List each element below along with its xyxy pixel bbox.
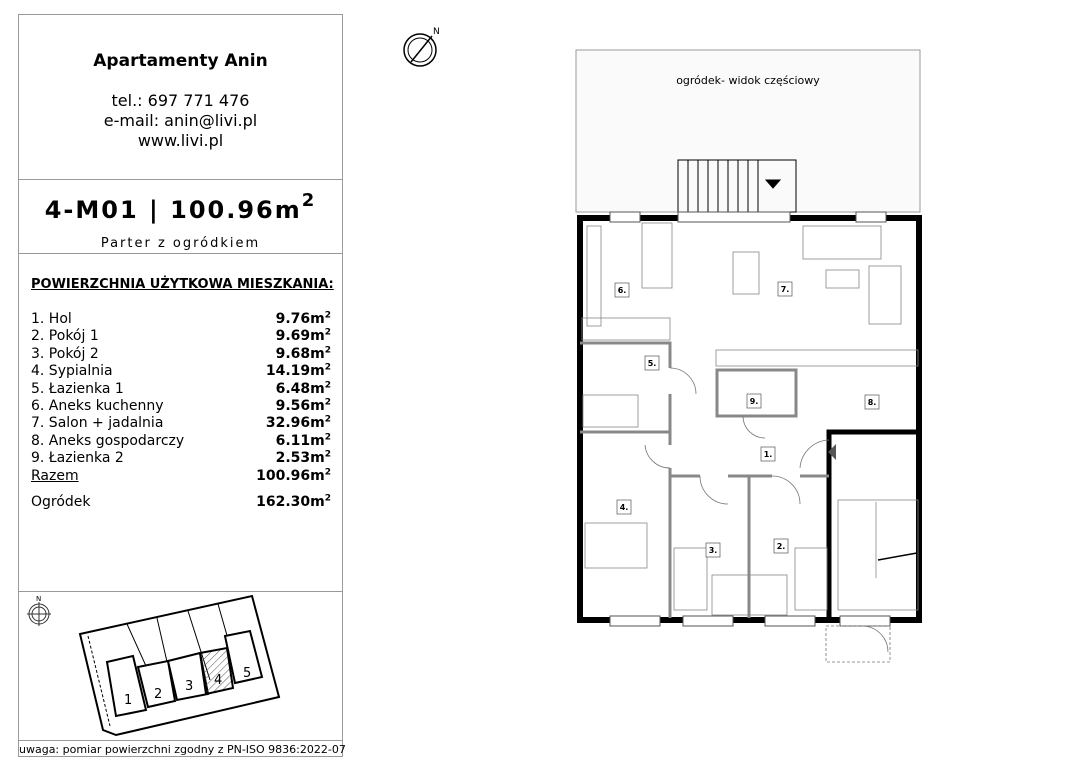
room-area-row: 2. Pokój 1 9.69m2 [31, 328, 331, 345]
room-label: Ogródek [31, 493, 91, 510]
room-area-row: 5. Łazienka 1 6.48m2 [31, 379, 331, 398]
unit-subtitle: Parter z ogródkiem [100, 236, 261, 251]
room-area: 162.30m2 [256, 493, 331, 510]
room-number-box [760, 446, 776, 462]
room-area: 9.69m2 [275, 327, 331, 345]
room-label: Razem [31, 467, 79, 484]
info-panel: Apartamenty Anin tel.: 697 771 476 e-mai… [18, 14, 346, 757]
room-number-8: 8. [868, 398, 877, 407]
room-number-box [614, 282, 630, 298]
room-area: 6.11m2 [275, 432, 331, 449]
brand-name: Apartamenty Anin [93, 51, 268, 71]
email: e-mail: anin@livi.pl [103, 111, 258, 130]
room-number-5: 5. [648, 359, 657, 368]
room-area-row: 7. Salon + jadalnia 32.96m2 [31, 415, 331, 432]
measurement-note: uwaga: pomiar powierzchni zgodny z PN-IS… [19, 743, 346, 756]
room-area: 100.96m2 [256, 466, 331, 484]
room-number-6: 6. [618, 286, 627, 295]
room-number-box [616, 499, 632, 515]
room-area-row: 3. Pokój 2 9.68m2 [31, 346, 331, 363]
room-area: 32.96m2 [265, 414, 331, 432]
area-heading: POWIERZCHNIA UŻYTKOWA MIESZKANIA: [31, 277, 334, 292]
room-area-row: 9. Łazienka 2 2.53m2 [31, 450, 331, 467]
windows [609, 211, 891, 627]
room-area: 6.48m2 [275, 379, 331, 397]
room-area: 2.53m2 [275, 449, 331, 467]
room-number-box [746, 393, 762, 409]
room-number-box [705, 542, 721, 558]
room-number-1: 1. [764, 450, 773, 459]
north-label: N [433, 27, 440, 37]
room-number-9: 9. [750, 397, 759, 406]
room-label: 3. Pokój 2 [31, 345, 99, 362]
room-area: 14.19m2 [265, 362, 331, 380]
total-area-row: Razem 100.96m2 [31, 466, 331, 485]
room-area-row: 4. Sypialnia 14.19m2 [31, 363, 331, 380]
unit-code: 4-M01 | 100.96m2 [19, 190, 342, 227]
room-area-row: 6. Aneks kuchenny 9.56m2 [31, 398, 331, 415]
phone: tel.: 697 771 476 [111, 91, 250, 110]
website: www.livi.pl [137, 131, 224, 150]
room-area-list: 1. Hol 9.76m2 2. Pokój 1 9.69m2 3. Pokój 2 9.… [31, 311, 331, 511]
room-area: 9.76m2 [275, 310, 331, 327]
doors [644, 367, 891, 663]
stair-warning-icon [828, 444, 836, 460]
interior-walls [580, 341, 829, 618]
garden-label: ogródek- widok częściowy [676, 74, 820, 87]
divider [19, 740, 342, 741]
room-number-box [777, 281, 793, 297]
divider [19, 591, 342, 592]
furniture [581, 222, 919, 616]
room-number-box [773, 538, 789, 554]
unit-code-sup: 2 [301, 190, 317, 211]
room-label: 9. Łazienka 2 [31, 450, 124, 467]
room-label: 2. Pokój 1 [31, 328, 99, 345]
room-number-7: 7. [781, 285, 790, 294]
room-area-row: 1. Hol 9.76m2 [31, 311, 331, 328]
room-label: 6. Aneks kuchenny [31, 397, 164, 414]
contact-block: tel.: 697 771 476 e-mail: anin@livi.pl w… [19, 91, 342, 151]
room-area: 9.68m2 [275, 345, 331, 362]
room-label: 5. Łazienka 1 [31, 380, 124, 397]
room-label: 7. Salon + jadalnia [31, 415, 164, 432]
room-number-box [644, 355, 660, 371]
room-number-box [864, 394, 880, 410]
room-numbers: 1. 2. 3. 4. 5. 6. 7. 8. 9. [614, 281, 880, 558]
unit-code-text: 4-M01 | 100.96m [44, 196, 302, 224]
room-area-row: 8. Aneks gospodarczy 6.11m2 [31, 433, 331, 450]
divider [19, 253, 342, 254]
room-area: 9.56m2 [275, 397, 331, 414]
divider [19, 179, 342, 180]
garden-area-row: Ogródek 162.30m2 [31, 494, 331, 511]
room-label: 4. Sypialnia [31, 363, 113, 380]
room-label: 8. Aneks gospodarczy [31, 432, 185, 449]
room-number-4: 4. [620, 503, 629, 512]
room-number-3: 3. [709, 546, 718, 555]
north-compass-icon [403, 33, 437, 67]
room-label: 1. Hol [31, 311, 72, 327]
room-number-2: 2. [777, 542, 786, 551]
